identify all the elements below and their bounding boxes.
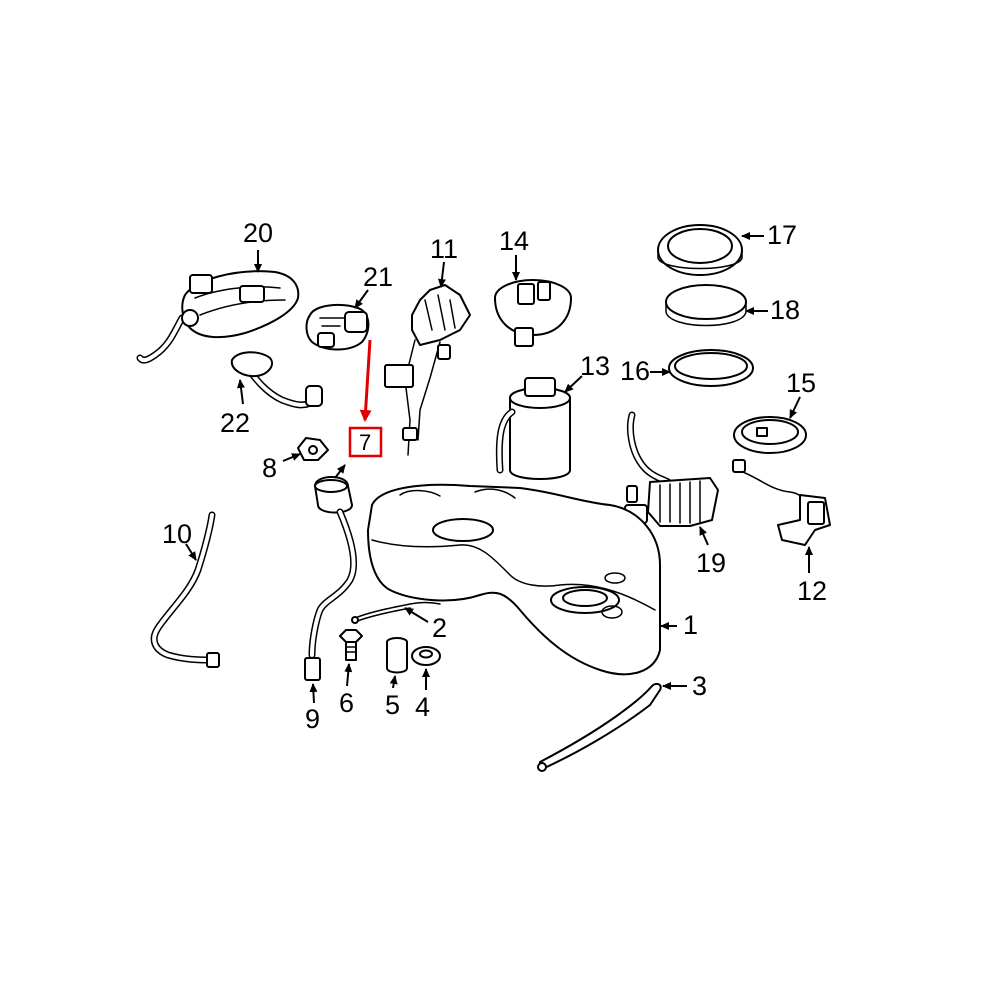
highlight-arrow (359, 339, 372, 422)
callout-10: 10 (162, 519, 192, 549)
callout-16: 16 (620, 356, 650, 386)
part-18-seal (665, 284, 747, 327)
part-3-strap (537, 682, 662, 772)
callout-18: 18 (770, 295, 800, 325)
part-12-bracket (732, 459, 831, 546)
callout-11: 11 (430, 234, 458, 264)
callout-4: 4 (415, 692, 430, 722)
part-20-canister (136, 270, 300, 364)
callout-20: 20 (243, 218, 273, 248)
callout-15: 15 (786, 368, 816, 398)
part-13-filter (495, 377, 571, 480)
part-19-sending-unit (624, 411, 719, 527)
callout-13: 13 (580, 351, 610, 381)
callout-19: 19 (696, 548, 726, 578)
highlight-box (348, 426, 383, 458)
callout-2: 2 (432, 613, 447, 643)
callout-12: 12 (797, 576, 827, 606)
part-2-strap (351, 601, 441, 624)
part-4-grommet (411, 646, 441, 666)
part-7-filler-neck (304, 476, 358, 681)
part-1-fuel-tank (367, 483, 661, 676)
callout-17: 17 (767, 220, 797, 250)
callout-7: 7 (359, 430, 371, 455)
part-5-spacer (386, 637, 408, 674)
callout-3: 3 (692, 671, 707, 701)
callout-labels: 20 21 11 14 17 18 16 13 15 22 8 10 12 19… (162, 218, 827, 734)
leader-lines (185, 232, 813, 704)
part-22-hose (230, 351, 323, 409)
part-11-sender (384, 284, 471, 456)
part-15-cover (733, 416, 807, 454)
callout-9: 9 (305, 704, 320, 734)
callout-6: 6 (339, 688, 354, 718)
part-16-o-ring (668, 349, 754, 387)
part-8-clip (297, 437, 329, 461)
callout-5: 5 (385, 690, 400, 720)
callout-21: 21 (363, 262, 393, 292)
part-21-valve (305, 303, 370, 351)
callout-22: 22 (220, 408, 250, 438)
callout-14: 14 (499, 226, 529, 256)
part-6-bolt (339, 629, 363, 661)
part-17-lock-ring (657, 224, 743, 276)
part-14-pump-module (494, 279, 572, 347)
callout-8: 8 (262, 453, 277, 483)
highlight-7: 7 (348, 339, 383, 458)
callout-1: 1 (683, 610, 698, 640)
part-10-vent-tube (150, 511, 220, 668)
